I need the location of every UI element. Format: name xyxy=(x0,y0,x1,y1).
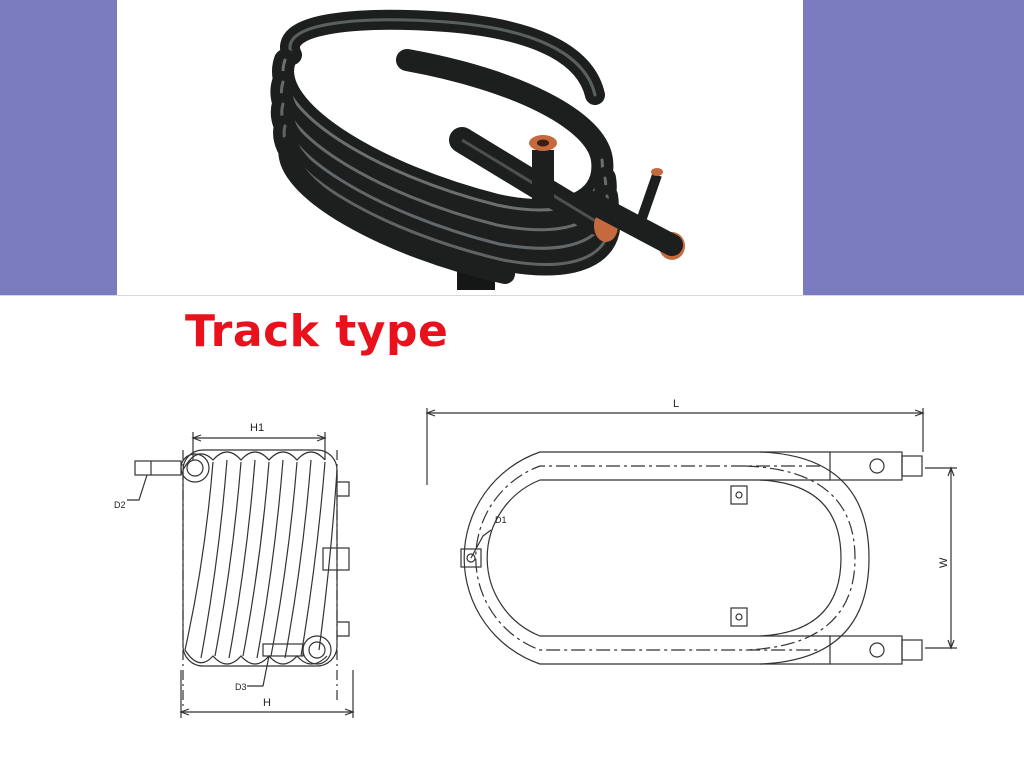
right-side-panel xyxy=(803,0,1024,296)
coil-heat-exchanger-image xyxy=(270,9,685,290)
d2-label: D2 xyxy=(114,500,126,510)
h-label: H xyxy=(263,697,271,709)
page-title: Track type xyxy=(185,306,449,357)
left-side-panel xyxy=(0,0,117,296)
d1-label: D1 xyxy=(495,515,507,525)
d3-label: D3 xyxy=(235,682,247,692)
product-photo xyxy=(117,0,803,296)
l-label: L xyxy=(673,398,679,410)
section-divider xyxy=(0,295,1024,296)
h1-label: H1 xyxy=(250,422,264,434)
w-label: W xyxy=(938,557,950,568)
top-view-drawing: L D1 W xyxy=(425,398,957,665)
side-view-drawing: H1 D2 D3 H xyxy=(114,422,355,718)
